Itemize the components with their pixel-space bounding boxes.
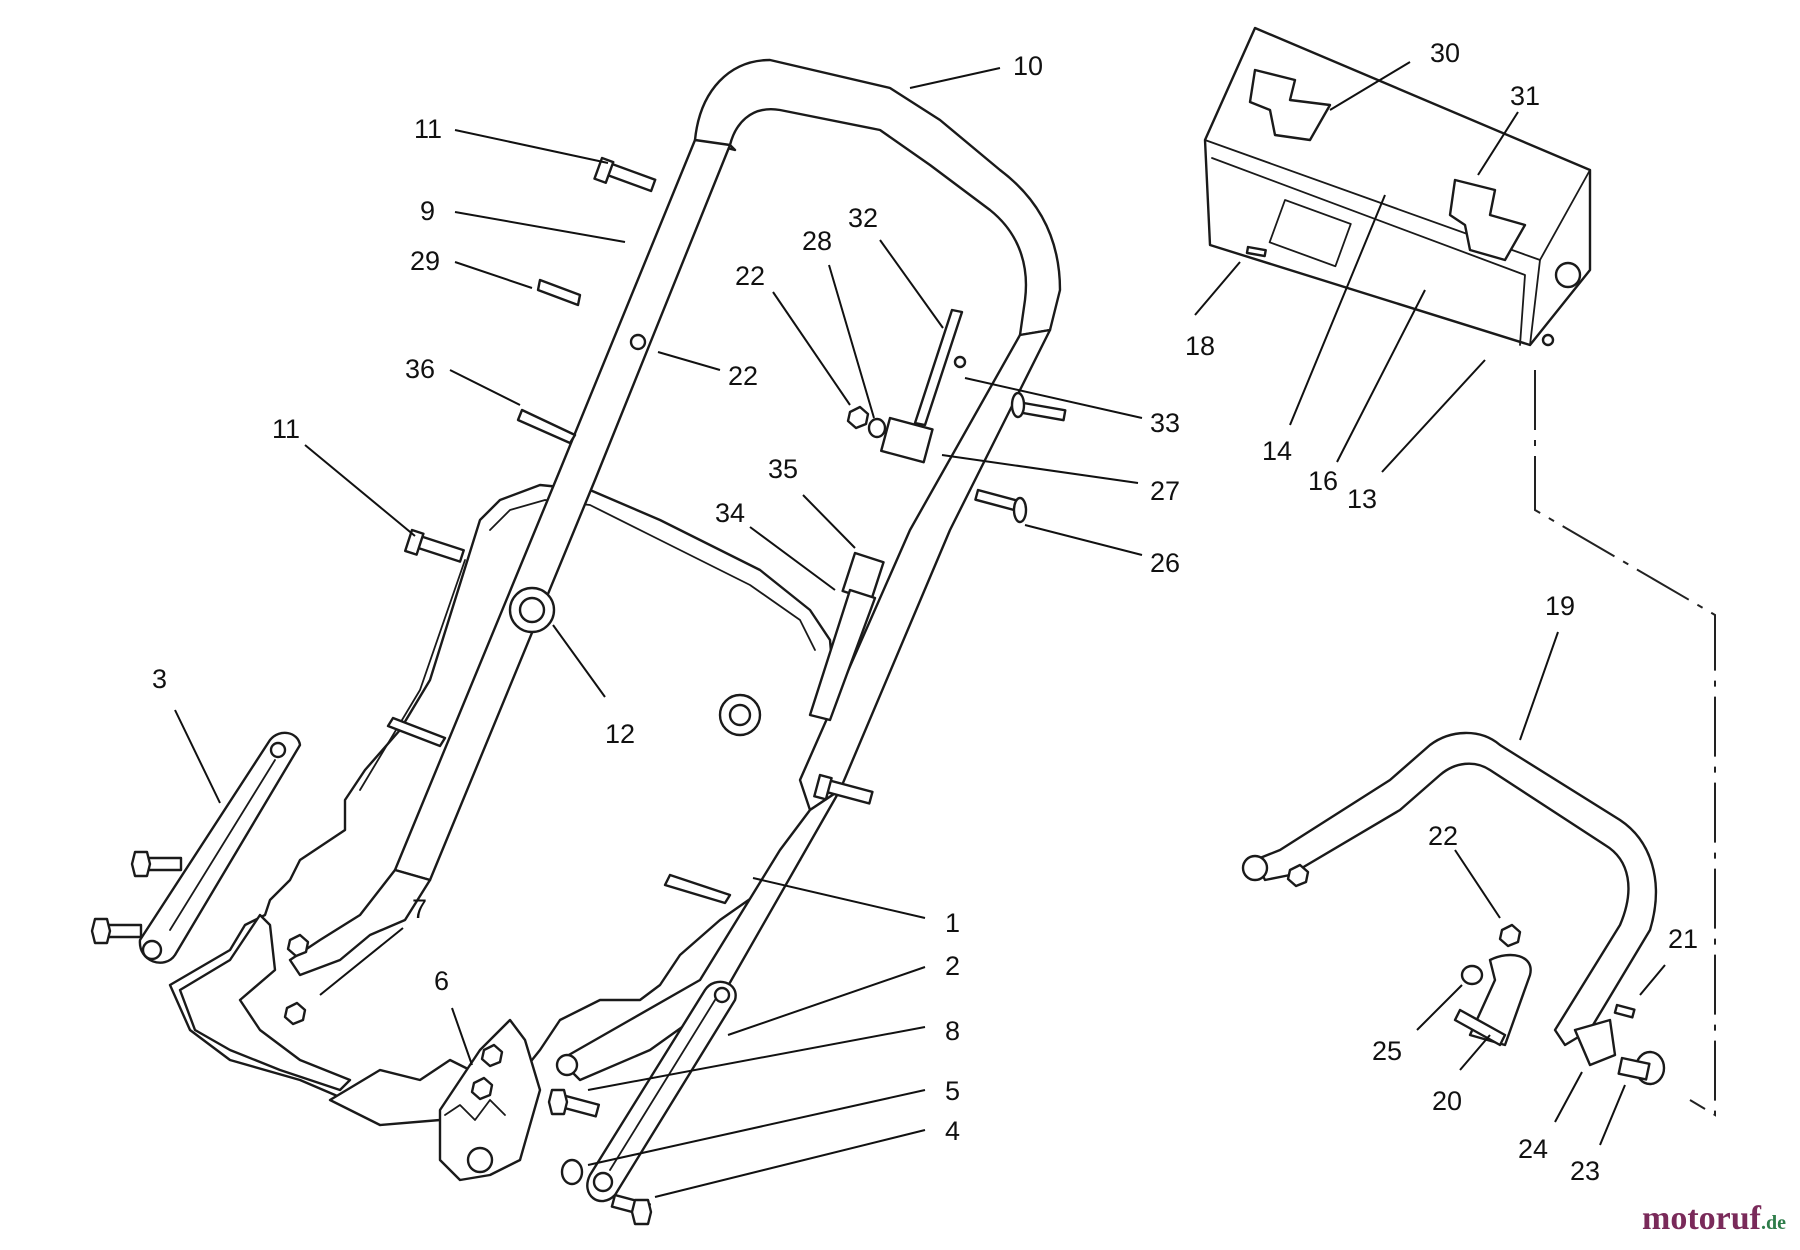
callout-5: 5 (945, 1076, 960, 1106)
callout-22-left: 22 (728, 361, 758, 391)
callout-19: 19 (1545, 591, 1575, 621)
callout-31: 31 (1510, 81, 1540, 111)
upper-handle (288, 58, 1062, 977)
callout-14: 14 (1262, 436, 1292, 466)
side-link-left (138, 731, 302, 964)
callout-27: 27 (1150, 476, 1180, 506)
callout-18: 18 (1185, 331, 1215, 361)
fasteners (90, 156, 1067, 1226)
callout-35: 35 (768, 454, 798, 484)
callout-32: 32 (848, 203, 878, 233)
callout-3: 3 (152, 664, 167, 694)
deck-bracket (178, 913, 542, 1182)
callout-24: 24 (1518, 1134, 1548, 1164)
callouts: 10 11 9 29 22 36 11 32 28 22 33 27 35 34… (152, 38, 1698, 1186)
callout-8: 8 (945, 1016, 960, 1046)
callout-22-right: 22 (1428, 821, 1458, 851)
callout-1: 1 (945, 908, 960, 938)
callout-6: 6 (434, 966, 449, 996)
lower-handle-right-arm (555, 788, 842, 1082)
callout-22-center: 22 (735, 261, 765, 291)
watermark-logo: motoruf.de (1642, 1200, 1786, 1238)
callout-26: 26 (1150, 548, 1180, 578)
callout-7: 7 (412, 894, 427, 924)
callout-33: 33 (1150, 408, 1180, 438)
callout-29: 29 (410, 246, 440, 276)
control-panel (1203, 26, 1592, 347)
callout-12: 12 (605, 719, 635, 749)
watermark-text: motoruf (1642, 1200, 1761, 1237)
watermark-suffix: .de (1761, 1212, 1786, 1234)
callout-16: 16 (1308, 466, 1338, 496)
callout-11-lower: 11 (272, 414, 300, 444)
callout-23: 23 (1570, 1156, 1600, 1186)
callout-13: 13 (1347, 484, 1377, 514)
leader-lines (174, 61, 1666, 1198)
callout-20: 20 (1432, 1086, 1462, 1116)
connector-line (1534, 370, 1716, 1117)
callout-34: 34 (715, 498, 745, 528)
control-bail (1241, 731, 1666, 1086)
callout-21: 21 (1668, 924, 1698, 954)
callout-30: 30 (1430, 38, 1460, 68)
callout-11-upper: 11 (414, 114, 442, 144)
callout-10: 10 (1013, 51, 1043, 81)
callout-25: 25 (1372, 1036, 1402, 1066)
callout-4: 4 (945, 1116, 960, 1146)
callout-9: 9 (420, 196, 435, 226)
callout-28: 28 (802, 226, 832, 256)
callout-36: 36 (405, 354, 435, 384)
side-link-right (586, 980, 737, 1203)
callout-2: 2 (945, 951, 960, 981)
